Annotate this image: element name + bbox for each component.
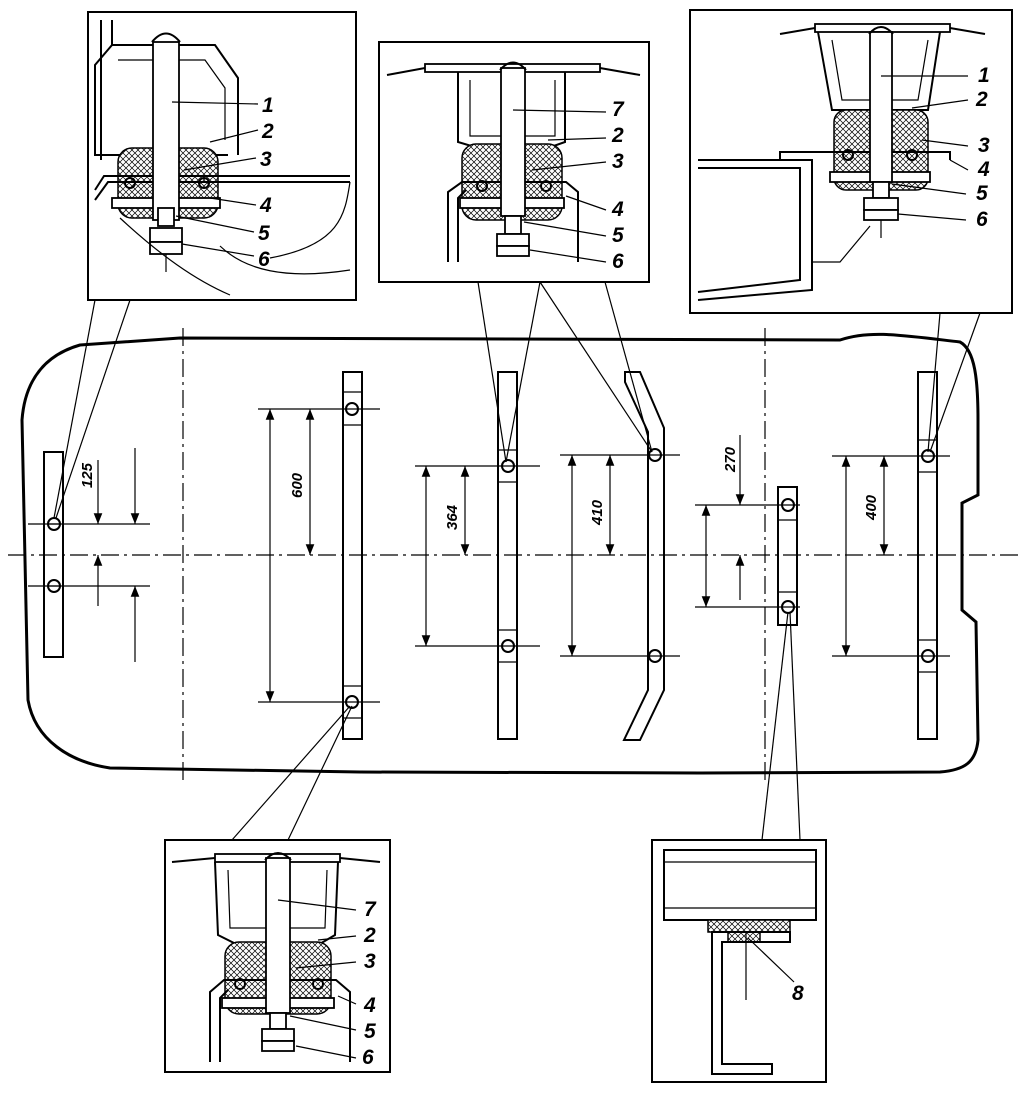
rail-2 (258, 371, 380, 740)
callout-tr-3: 3 (978, 134, 990, 157)
rail-3 (415, 371, 540, 740)
callout-bl-3: 3 (364, 950, 376, 973)
detail-top-right (689, 9, 1013, 314)
callout-tr-6: 6 (976, 208, 988, 231)
vehicle-floor-outline (20, 332, 980, 775)
dim-125: 125 (79, 462, 96, 488)
dim-400: 400 (863, 494, 880, 521)
callout-tc-7: 7 (612, 98, 625, 121)
callout-bl-5: 5 (364, 1020, 376, 1043)
callout-tr-1: 1 (978, 64, 990, 87)
detail-bottom-left (164, 839, 391, 1073)
detail-top-left (87, 11, 357, 301)
callout-tc-3: 3 (612, 150, 624, 173)
rail-6 (832, 371, 950, 740)
callout-bl-7: 7 (364, 898, 377, 921)
dim-600: 600 (289, 472, 306, 498)
rail-5-short (695, 435, 800, 626)
callout-tr-5: 5 (976, 182, 988, 205)
callout-tl-5: 5 (258, 222, 270, 245)
callout-tl-4: 4 (259, 194, 272, 217)
callout-tc-5: 5 (612, 224, 624, 247)
callout-tl-6: 6 (258, 248, 270, 271)
rail-4-bent (560, 371, 680, 741)
callout-bl-4: 4 (363, 994, 376, 1017)
leader-lines (53, 281, 981, 841)
callout-tr-2: 2 (975, 88, 988, 111)
callout-tc-6: 6 (612, 250, 624, 273)
detail-top-center (378, 41, 650, 283)
callout-tc-4: 4 (611, 198, 624, 221)
callout-bl-6: 6 (362, 1046, 374, 1069)
callout-tr-4: 4 (977, 158, 990, 181)
callout-tl-1: 1 (262, 94, 274, 117)
callout-tl-3: 3 (260, 148, 272, 171)
rail-1 (28, 448, 150, 662)
callout-tc-2: 2 (611, 124, 624, 147)
callout-bl-2: 2 (363, 924, 376, 947)
callout-tl-2: 2 (261, 120, 274, 143)
dim-270: 270 (722, 446, 739, 473)
detail-bottom-right (651, 839, 827, 1083)
dim-364: 364 (444, 504, 461, 530)
callout-br-8: 8 (792, 982, 804, 1005)
dim-410: 410 (589, 499, 606, 526)
